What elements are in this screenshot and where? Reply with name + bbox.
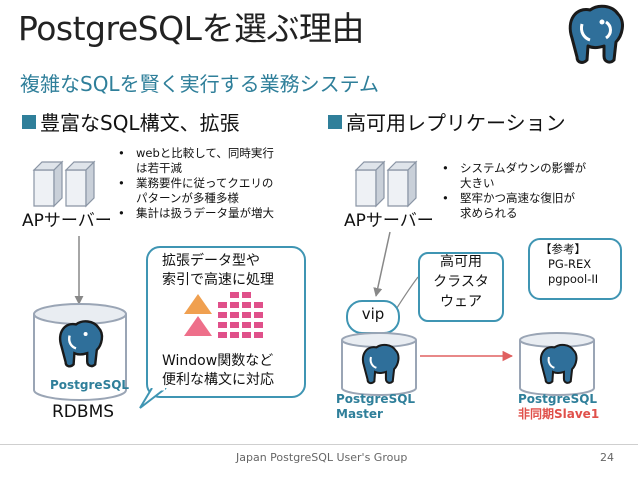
right-section-heading: 高可用レプリケーション xyxy=(328,107,566,136)
left-database-icon xyxy=(33,303,127,401)
vip-label: vip xyxy=(361,305,385,323)
rdbms-label: RDBMS xyxy=(52,402,115,422)
reference-note-text: 【参考】 PG-REX pgpool-II xyxy=(540,242,599,286)
left-section-heading: 豊富なSQL構文、拡張 xyxy=(22,107,240,136)
slide-subtitle: 複雑なSQLを賢く実行する業務システム xyxy=(20,72,379,96)
index-grid-icon xyxy=(184,292,263,338)
bubble-top-text: 拡張データ型や索引で高速に処理 xyxy=(162,253,274,288)
right-server-label: APサーバー xyxy=(344,211,434,231)
footer-divider xyxy=(0,444,638,445)
heading-square-icon xyxy=(328,115,342,129)
bubble-bottom-text: Window関数など便利な構文に対応 xyxy=(162,353,274,388)
slave-database-icon xyxy=(519,332,595,396)
vip-connector-arrow xyxy=(373,231,391,297)
bubble-tail-icon xyxy=(139,388,167,409)
reference-note xyxy=(528,238,622,300)
cluster-text: 高可用クラスタウェア xyxy=(433,254,489,310)
left-bullet-3: 集計は扱うデータ量が増大 xyxy=(118,206,274,221)
master-database-icon xyxy=(341,332,417,396)
cluster-box xyxy=(418,252,504,322)
left-server-label: APサーバー xyxy=(22,211,112,231)
right-server-icon xyxy=(354,160,418,208)
left-db-label: PostgreSQL xyxy=(50,378,130,392)
postgresql-elephant-logo-icon xyxy=(568,4,624,64)
page-number: 24 xyxy=(600,451,614,464)
slide-title: PostgreSQLを選ぶ理由 xyxy=(18,9,364,48)
footer-text: Japan PostgreSQL User's Group xyxy=(236,451,408,464)
left-server-icon xyxy=(32,160,96,208)
heading-square-icon xyxy=(22,115,36,129)
